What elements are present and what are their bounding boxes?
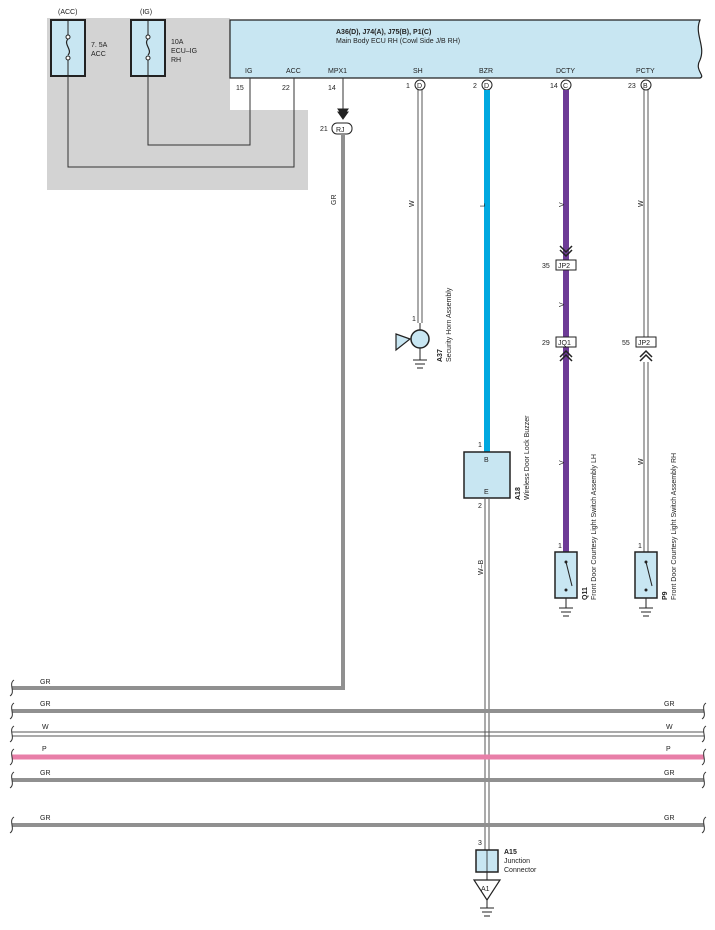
- fuse-acc-rating: 7. 5A: [91, 42, 108, 49]
- pin-mpx1-label: MPX1: [328, 68, 347, 75]
- wire-sh-label: W: [409, 200, 416, 207]
- fuse-acc-header: (ACC): [58, 9, 77, 16]
- jp2a-num: 35: [542, 263, 550, 270]
- a15-code: A15: [504, 849, 517, 856]
- wire-bzr-label: L: [480, 203, 487, 207]
- fuse-ig-rating: 10A: [171, 39, 184, 46]
- buzzer-code: A18: [515, 487, 522, 500]
- wire-dcty-label-3: V: [559, 460, 566, 465]
- pin-pcty-label: PCTY: [636, 68, 655, 75]
- bus-p-right: P: [666, 746, 671, 753]
- bus-wires: GR GR GR W W P P GR GR GR GR: [9, 679, 707, 834]
- wire-dcty-label-2: V: [559, 302, 566, 307]
- bus-gr-2-right: GR: [664, 701, 675, 708]
- pin-ig-label: IG: [245, 68, 252, 75]
- p9-name: Front Door Courtesy Light Switch Assembl…: [671, 453, 678, 600]
- buzzer-num-b: 1: [478, 442, 482, 449]
- fuse-ig-header: (IG): [140, 9, 152, 16]
- jp2b-label: JP2: [638, 340, 650, 347]
- a15-name: Junction: [504, 858, 530, 865]
- wire-wb-label: W–B: [478, 560, 485, 576]
- pin-pcty-conn: B: [643, 83, 648, 90]
- q11-name: Front Door Courtesy Light Switch Assembl…: [591, 454, 598, 600]
- bus-p-left: P: [42, 746, 47, 753]
- pin-dcty-num: 14: [550, 83, 558, 90]
- ecu-codes: A36(D), J74(A), J75(B), P1(C): [336, 29, 431, 36]
- buzzer-pin-b: B: [484, 457, 489, 464]
- a15-ground-label: A1: [481, 886, 490, 893]
- p9-code: P9: [662, 591, 669, 600]
- fuse-ig-name2: RH: [171, 57, 181, 64]
- wire-pcty-label-1: W: [638, 200, 645, 207]
- buzzer-num-e: 2: [478, 503, 482, 510]
- wire-pcty-label-2: W: [638, 458, 645, 465]
- junction-block-shade: [47, 18, 308, 190]
- pin-mpx1-num: 14: [328, 85, 336, 92]
- pin-pcty-num: 23: [628, 83, 636, 90]
- pin-ig-num: 15: [236, 85, 244, 92]
- horn-pin: 1: [412, 316, 416, 323]
- p9-pin: 1: [638, 543, 642, 550]
- rj-num: 21: [320, 126, 328, 133]
- jp2a-label: JP2: [558, 263, 570, 270]
- courtesy-switch-rh: 1 P9 Front Door Courtesy Light Switch As…: [634, 453, 678, 617]
- wire-gr-label: GR: [331, 195, 338, 206]
- bus-gr-3-right: GR: [664, 770, 675, 777]
- horn-code: A37: [437, 349, 444, 362]
- pin-sh-num: 1: [406, 83, 410, 90]
- wire-dcty-label-1: V: [559, 202, 566, 207]
- pin-bzr-conn: D: [484, 83, 489, 90]
- pin-acc-label: ACC: [286, 68, 301, 75]
- pin-dcty-label: DCTY: [556, 68, 575, 75]
- pin-bzr-label: BZR: [479, 68, 493, 75]
- horn-name: Security Horn Assembly: [446, 287, 453, 362]
- ecu-title: Main Body ECU RH (Cowl Side J/B RH): [336, 38, 460, 45]
- main-body-ecu: A36(D), J74(A), J75(B), P1(C) Main Body …: [229, 19, 703, 79]
- security-horn: 1 A37 Security Horn Assembly: [395, 287, 453, 369]
- door-lock-buzzer: 1 B E 2 A18 Wireless Door Lock Buzzer: [463, 415, 531, 510]
- fuse-acc-name: ACC: [91, 51, 106, 58]
- q11-code: Q11: [582, 587, 589, 600]
- fuse-ig-name: ECU–IG: [171, 48, 197, 55]
- fuse-wiring: [67, 76, 295, 168]
- junction-connector-a15: 3 A15 Junction Connector A1: [472, 840, 537, 917]
- bus-w-left: W: [42, 724, 49, 731]
- pin-sh-label: SH: [413, 68, 423, 75]
- a15-name2: Connector: [504, 867, 537, 874]
- rj-label: RJ: [336, 127, 345, 134]
- buzzer-name: Wireless Door Lock Buzzer: [524, 415, 531, 500]
- jp2b-num: 55: [622, 340, 630, 347]
- pin-sh-conn: D: [417, 83, 422, 90]
- wire-gr-mpx: [12, 134, 345, 690]
- fuse-acc: (ACC) 7. 5A ACC: [50, 9, 108, 77]
- buzzer-pin-e: E: [484, 489, 489, 496]
- q11-pin: 1: [558, 543, 562, 550]
- bus-gr-1-left: GR: [40, 679, 51, 686]
- bus-w-right: W: [666, 724, 673, 731]
- pin-acc-num: 22: [282, 85, 290, 92]
- pin-bzr-num: 2: [473, 83, 477, 90]
- jq1-num: 29: [542, 340, 550, 347]
- bus-gr-4-left: GR: [40, 815, 51, 822]
- bus-gr-3-left: GR: [40, 770, 51, 777]
- courtesy-switch-lh: 1 Q11 Front Door Courtesy Light Switch A…: [554, 454, 598, 617]
- bus-gr-2-left: GR: [40, 701, 51, 708]
- a15-pin: 3: [478, 840, 482, 847]
- pin-dcty-conn: C: [563, 83, 568, 90]
- jq1-label: JQ1: [558, 340, 571, 347]
- bus-gr-4-right: GR: [664, 815, 675, 822]
